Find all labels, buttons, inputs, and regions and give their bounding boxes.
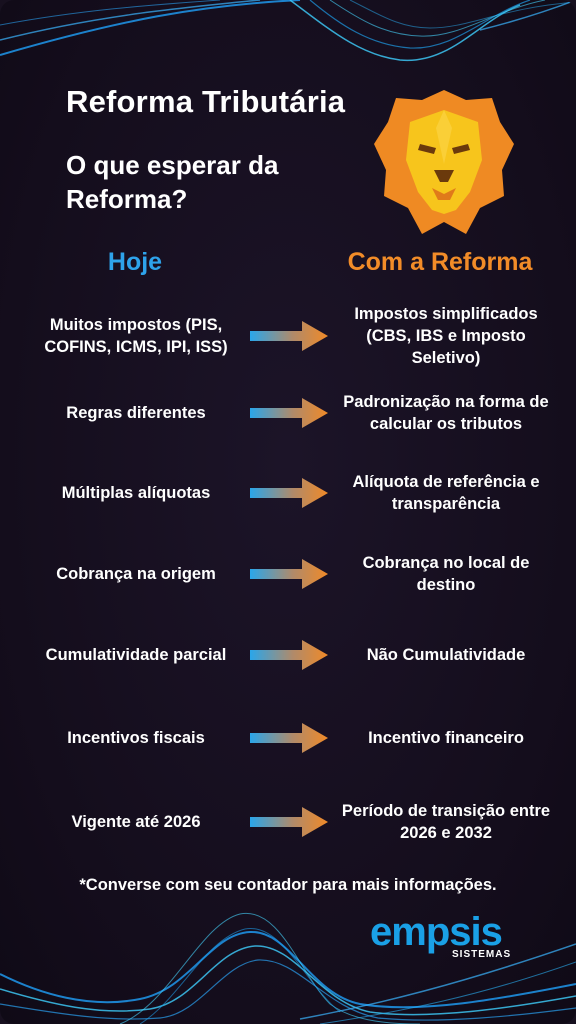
comparison-row: Regras diferentes Padronização na forma … [0, 380, 576, 446]
company-logo: empsis SISTEMAS [370, 912, 520, 964]
comparison-row: Muitos impostos (PIS, COFINS, ICMS, IPI,… [0, 298, 576, 374]
future-item: Não Cumulatividade [366, 646, 526, 664]
comparison-row: Vigente até 2026 Período de transição en… [0, 786, 576, 858]
gradient-arrow-icon [250, 478, 328, 508]
today-item: Cumulatividade parcial [45, 646, 227, 664]
page-subtitle: O que esperar da Reforma? [66, 150, 279, 214]
comparison-row: Cumulatividade parcial Não Cumulatividad… [0, 627, 576, 683]
today-item: Regras diferentes [66, 404, 206, 422]
column-header-future: Com a Reforma [347, 248, 533, 276]
gradient-arrow-icon [250, 321, 328, 351]
footnote: *Converse com seu contador para mais inf… [79, 876, 497, 894]
gradient-arrow-icon [250, 640, 328, 670]
future-item: Padronização na forma de calcular os tri… [343, 393, 549, 433]
today-item: Muitos impostos (PIS, COFINS, ICMS, IPI,… [44, 316, 228, 356]
future-item: Impostos simplificados (CBS, IBS e Impos… [354, 305, 538, 367]
future-item: Alíquota de referência e transparência [352, 473, 540, 513]
future-item: Cobrança no local de destino [362, 554, 530, 594]
today-item: Múltiplas alíquotas [61, 484, 211, 502]
top-wave-decoration [0, 0, 576, 62]
today-item: Vigente até 2026 [71, 813, 201, 831]
today-item: Incentivos fiscais [67, 729, 205, 747]
lion-head-icon [374, 90, 514, 234]
today-item: Cobrança na origem [56, 565, 216, 583]
future-item: Incentivo financeiro [368, 729, 524, 747]
comparison-row: Múltiplas alíquotas Alíquota de referênc… [0, 458, 576, 528]
logo-subtitle: SISTEMAS [452, 949, 512, 960]
gradient-arrow-icon [250, 723, 328, 753]
page-title: Reforma Tributária [66, 84, 346, 119]
gradient-arrow-icon [250, 559, 328, 589]
comparison-row: Cobrança na origem Cobrança no local de … [0, 546, 576, 602]
gradient-arrow-icon [250, 398, 328, 428]
future-item: Período de transição entre 2026 e 2032 [341, 802, 551, 842]
gradient-arrow-icon [250, 807, 328, 837]
logo-wordmark: empsis [370, 910, 503, 954]
comparison-row: Incentivos fiscais Incentivo financeiro [0, 710, 576, 766]
column-header-today: Hoje [107, 248, 163, 276]
